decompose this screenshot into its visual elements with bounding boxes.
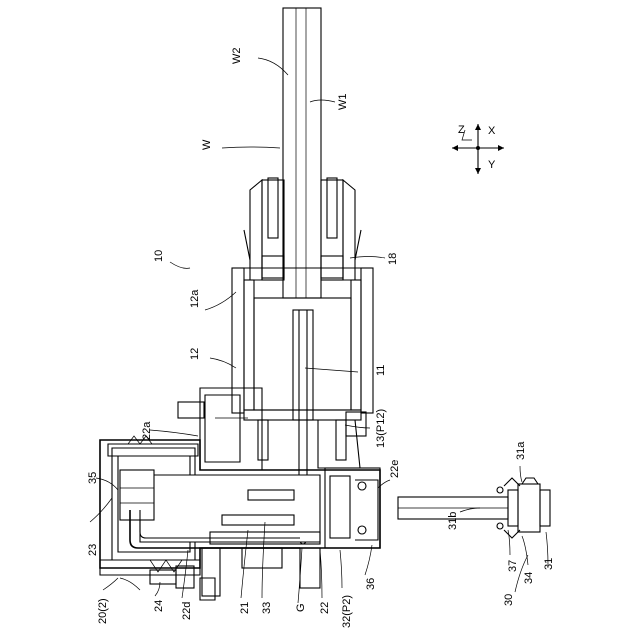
label-22: 22 (319, 602, 331, 614)
seal-gromnet (244, 178, 361, 280)
label-30: 30 (503, 594, 515, 606)
label-18: 18 (387, 253, 399, 265)
wire-w (283, 8, 321, 298)
label-12a: 12a (189, 289, 201, 308)
shield-shell-12 (232, 268, 373, 413)
label-36: 36 (365, 578, 377, 590)
housing-22a (178, 388, 262, 470)
axis-indicator: Z X Y (452, 124, 504, 174)
label-22a: 22a (141, 421, 153, 440)
label-24: 24 (153, 600, 165, 612)
label-G: G (295, 603, 307, 612)
label-32: 32(P2) (341, 595, 353, 628)
label-33: 33 (261, 602, 273, 614)
label-13: 13(P12) (375, 409, 387, 448)
label-31a: 31a (515, 441, 527, 460)
right-end-36 (325, 468, 380, 548)
label-31: 31 (543, 558, 555, 570)
label-W: W (201, 139, 213, 150)
seal-24 (100, 560, 215, 600)
label-21: 21 (239, 602, 251, 614)
seal-35 (108, 436, 198, 456)
axis-y-label: Y (488, 159, 496, 171)
label-31b: 31b (447, 512, 459, 530)
label-23: 23 (87, 544, 99, 556)
label-20: 20(2) (97, 598, 109, 624)
label-11: 11 (375, 365, 387, 376)
label-22e: 22e (389, 460, 401, 478)
label-W2: W2 (231, 48, 243, 65)
label-W1: W1 (337, 94, 349, 111)
label-22d: 22d (181, 602, 193, 620)
label-34: 34 (523, 572, 535, 584)
pin-31 (398, 478, 550, 538)
label-10: 10 (153, 250, 165, 262)
axis-x-label: X (488, 125, 496, 137)
label-12: 12 (189, 348, 201, 360)
label-35: 35 (87, 472, 99, 484)
label-37: 37 (507, 560, 519, 572)
